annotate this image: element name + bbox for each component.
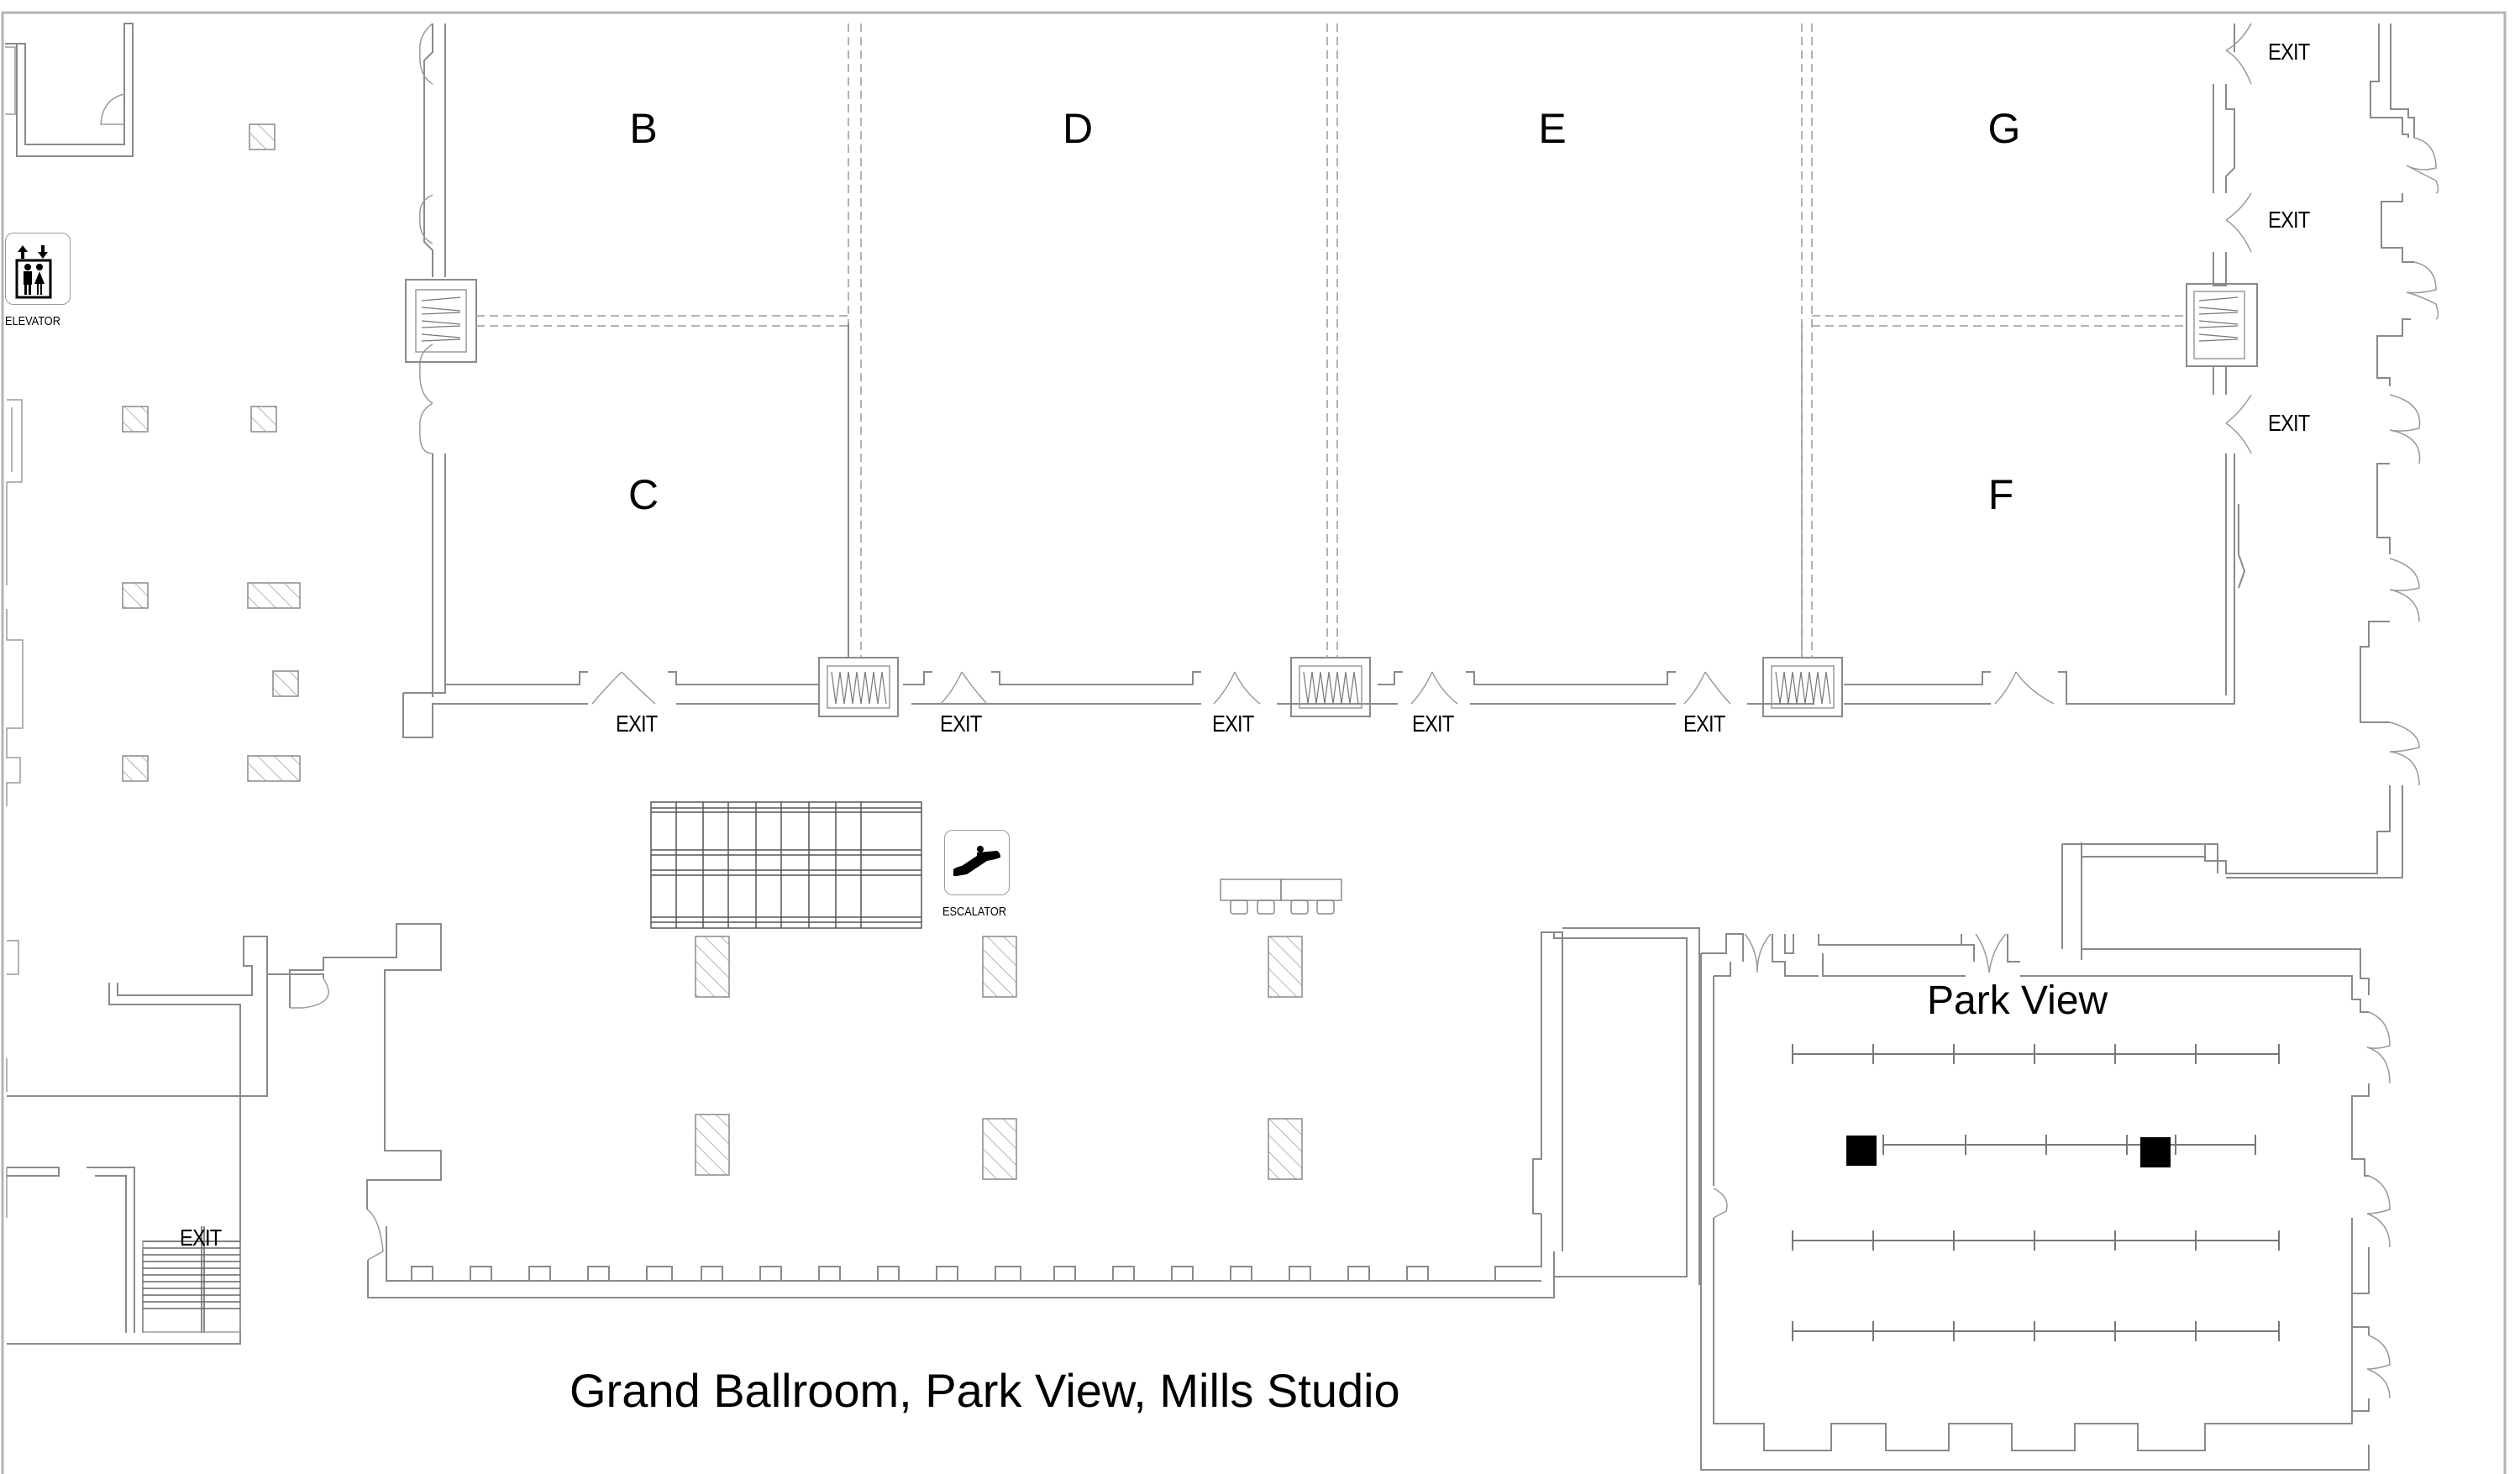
- room-label-b: B: [629, 105, 658, 152]
- buffet-table: [1220, 879, 1342, 915]
- room-label-park-view: Park View: [1927, 978, 2108, 1023]
- room-label-f: F: [1987, 471, 2014, 518]
- room-label-c: C: [627, 471, 659, 518]
- map-frame: [1, 11, 2507, 1474]
- room-label-e: E: [1538, 105, 1567, 152]
- elevator-label: ELEVATOR: [5, 314, 60, 328]
- podium-left: [1846, 1136, 1877, 1166]
- exit-label: EXIT: [1683, 711, 1725, 737]
- east-facade: [2061, 24, 2439, 995]
- top-left-room: [5, 23, 134, 157]
- escalator-sign: [944, 830, 1010, 895]
- lower-ballroom: [243, 923, 1700, 1298]
- exit-label: EXIT: [1212, 711, 1254, 737]
- stair-treads: [143, 1241, 240, 1309]
- vent-boxes: [818, 657, 1843, 717]
- exit-label: EXIT: [616, 711, 658, 737]
- stairwell: [7, 936, 268, 1345]
- left-wall: [6, 399, 24, 1218]
- elevator-sign: [5, 233, 71, 305]
- escalator-icon: [953, 846, 1000, 876]
- ballroom-notches: [386, 1214, 1542, 1282]
- exit-label: EXIT: [1412, 711, 1454, 737]
- escalator-label: ESCALATOR: [942, 905, 1007, 919]
- exit-label: EXIT: [940, 711, 982, 737]
- ballroom-walls: [402, 23, 2258, 738]
- room-label-d: D: [1062, 105, 1094, 152]
- park-view-room: [1700, 933, 2391, 1471]
- pillars-left: [122, 123, 301, 782]
- escalator-drawing: [650, 801, 922, 929]
- exit-label: EXIT: [2268, 39, 2310, 65]
- exit-label: EXIT: [2268, 410, 2310, 436]
- podium-right: [2140, 1137, 2171, 1167]
- map-title: Grand Ballroom, Park View, Mills Studio: [570, 1364, 1400, 1417]
- room-label-g: G: [1987, 105, 2021, 152]
- elevator-icon: [15, 245, 52, 299]
- exit-label: EXIT: [180, 1225, 222, 1251]
- exit-label: EXIT: [2268, 207, 2310, 233]
- seating-rows: [1792, 1044, 2280, 1341]
